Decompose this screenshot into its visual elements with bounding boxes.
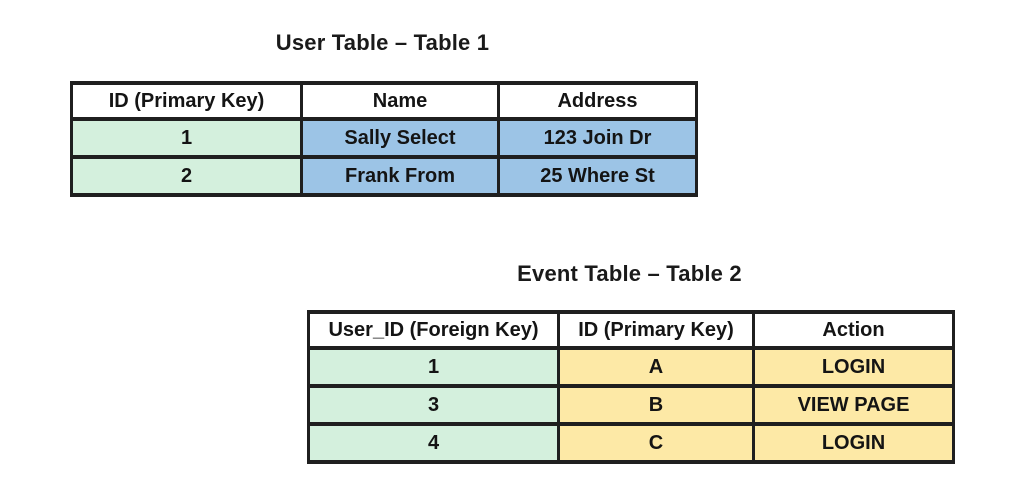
table-row: 4 C LOGIN bbox=[307, 422, 955, 464]
event-table-cell-action: LOGIN bbox=[752, 346, 955, 388]
event-table-cell-user-id: 3 bbox=[307, 384, 560, 426]
event-table-title: Event Table – Table 2 bbox=[517, 261, 742, 286]
event-table-cell-id: C bbox=[557, 422, 755, 464]
user-table-header-address: Address bbox=[497, 81, 698, 121]
event-table-cell-id: B bbox=[557, 384, 755, 426]
table-row: 3 B VIEW PAGE bbox=[307, 384, 955, 426]
table-row: 1 A LOGIN bbox=[307, 346, 955, 388]
table-row: 2 Frank From 25 Where St bbox=[70, 155, 698, 197]
event-table-cell-action: LOGIN bbox=[752, 422, 955, 464]
user-table: ID (Primary Key) Name Address 1 Sally Se… bbox=[70, 81, 698, 197]
event-table-cell-user-id: 1 bbox=[307, 346, 560, 388]
user-table-cell-id: 2 bbox=[70, 155, 303, 197]
event-table-header-user-id: User_ID (Foreign Key) bbox=[307, 310, 560, 350]
user-table-cell-name: Sally Select bbox=[300, 117, 500, 159]
table-row: 1 Sally Select 123 Join Dr bbox=[70, 117, 698, 159]
event-table-header-action: Action bbox=[752, 310, 955, 350]
event-table-cell-action: VIEW PAGE bbox=[752, 384, 955, 426]
event-table-cell-id: A bbox=[557, 346, 755, 388]
event-table-cell-user-id: 4 bbox=[307, 422, 560, 464]
user-table-title: User Table – Table 1 bbox=[275, 30, 490, 55]
user-table-cell-address: 123 Join Dr bbox=[497, 117, 698, 159]
user-table-cell-address: 25 Where St bbox=[497, 155, 698, 197]
user-table-cell-id: 1 bbox=[70, 117, 303, 159]
event-table-header-row: User_ID (Foreign Key) ID (Primary Key) A… bbox=[307, 310, 955, 350]
event-table: User_ID (Foreign Key) ID (Primary Key) A… bbox=[307, 310, 955, 464]
user-table-header-row: ID (Primary Key) Name Address bbox=[70, 81, 698, 121]
user-table-header-name: Name bbox=[300, 81, 500, 121]
user-table-cell-name: Frank From bbox=[300, 155, 500, 197]
event-table-header-id: ID (Primary Key) bbox=[557, 310, 755, 350]
user-table-header-id: ID (Primary Key) bbox=[70, 81, 303, 121]
